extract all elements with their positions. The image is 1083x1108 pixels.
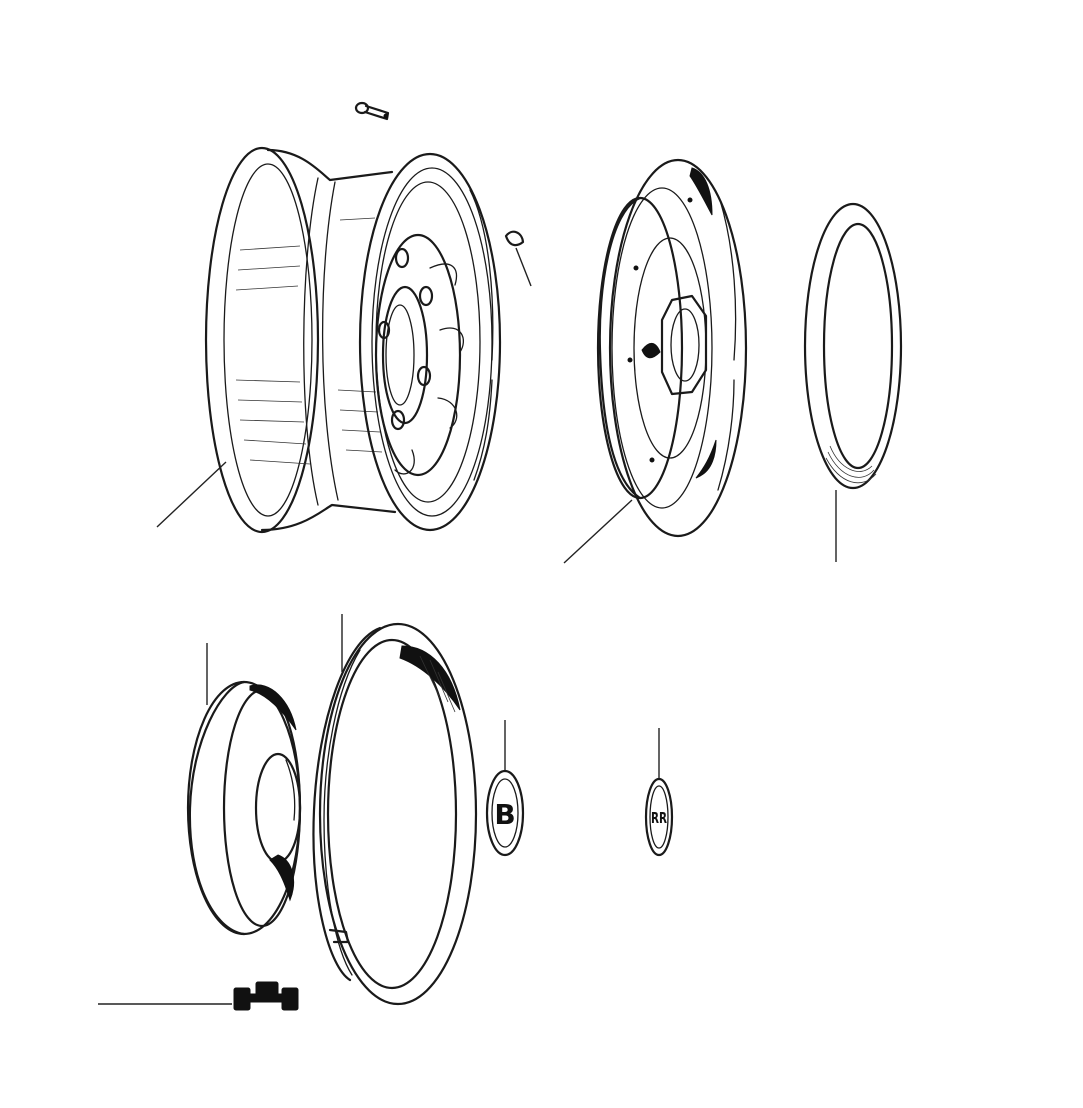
hub-cap[interactable] (596, 158, 748, 538)
retaining-clip[interactable] (233, 981, 299, 1011)
valve[interactable] (354, 101, 390, 121)
leader-hub-cap (563, 499, 633, 564)
badge-b[interactable]: B (485, 769, 525, 857)
inner-cover[interactable] (186, 680, 302, 936)
leader-wheel-rim (156, 461, 227, 528)
badge-rr-letters: RR (651, 809, 667, 827)
badge-rr[interactable]: RR (644, 777, 674, 857)
badge-b-letter: B (494, 798, 515, 831)
rim-trim-ring[interactable] (803, 202, 903, 490)
wheel-rim[interactable] (204, 146, 502, 534)
embellisher-ring[interactable] (312, 622, 478, 1006)
balance-weight[interactable] (504, 230, 532, 287)
